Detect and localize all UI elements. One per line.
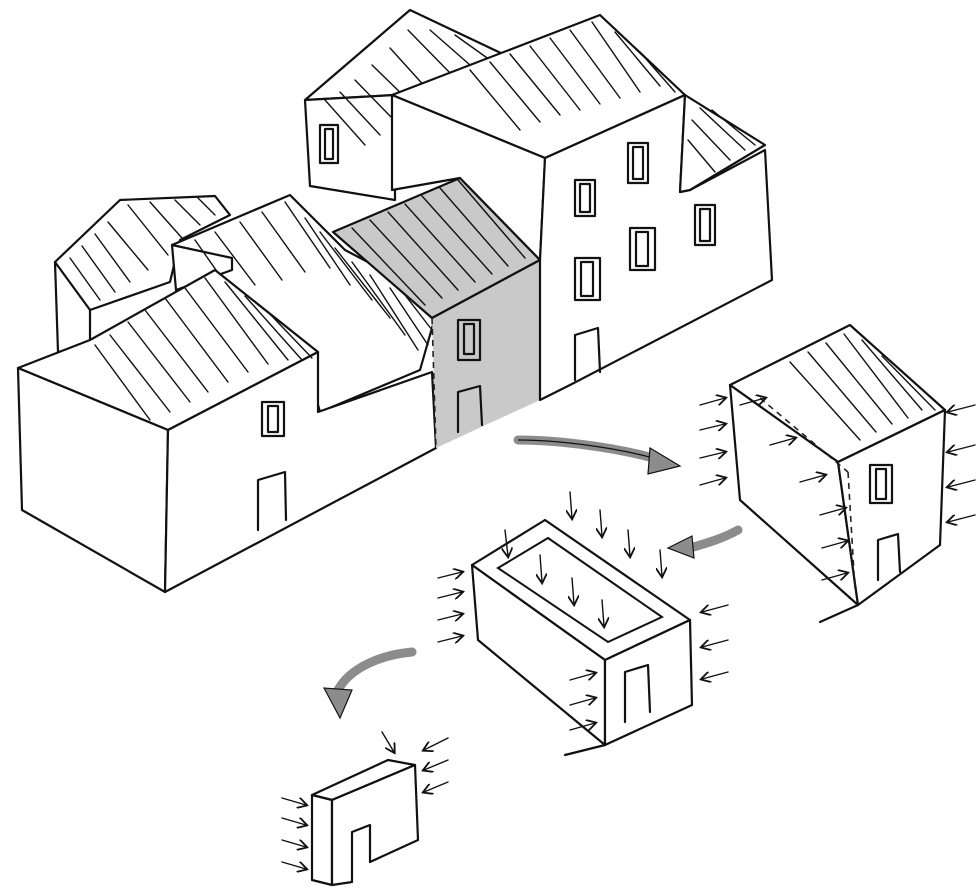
tall-right-house bbox=[390, 13, 774, 402]
extracted-house-unit bbox=[699, 323, 976, 624]
window-icon bbox=[573, 256, 602, 302]
load-arrow bbox=[281, 731, 449, 869]
curved-flow-arrow bbox=[666, 525, 743, 559]
terrace-street-block bbox=[16, 8, 774, 594]
door-icon bbox=[256, 470, 288, 532]
door-icon bbox=[623, 663, 652, 724]
window-icon bbox=[628, 226, 657, 272]
window-icon bbox=[318, 123, 340, 165]
window-icon bbox=[868, 463, 894, 505]
highlighted-unit bbox=[331, 176, 542, 449]
curved-flow-arrow bbox=[513, 435, 682, 475]
window-icon bbox=[693, 203, 717, 247]
load-arrow bbox=[948, 404, 976, 522]
window-icon bbox=[573, 178, 597, 218]
middle-long-house bbox=[170, 193, 442, 414]
load-arrow bbox=[699, 398, 847, 581]
window-icon bbox=[626, 141, 650, 185]
load-arrow bbox=[505, 491, 662, 626]
front-left-house bbox=[16, 268, 438, 594]
window-icon bbox=[456, 318, 482, 362]
load-arrow bbox=[702, 604, 729, 679]
door-icon bbox=[573, 326, 602, 382]
open-box-enclosure bbox=[437, 491, 729, 757]
load-arrow bbox=[437, 572, 595, 731]
door-icon bbox=[456, 384, 484, 434]
curved-flow-arrow bbox=[322, 647, 417, 720]
door-icon bbox=[876, 532, 902, 582]
wall-frame-element bbox=[281, 731, 449, 887]
window-icon bbox=[260, 400, 286, 438]
back-left-house bbox=[53, 194, 232, 354]
